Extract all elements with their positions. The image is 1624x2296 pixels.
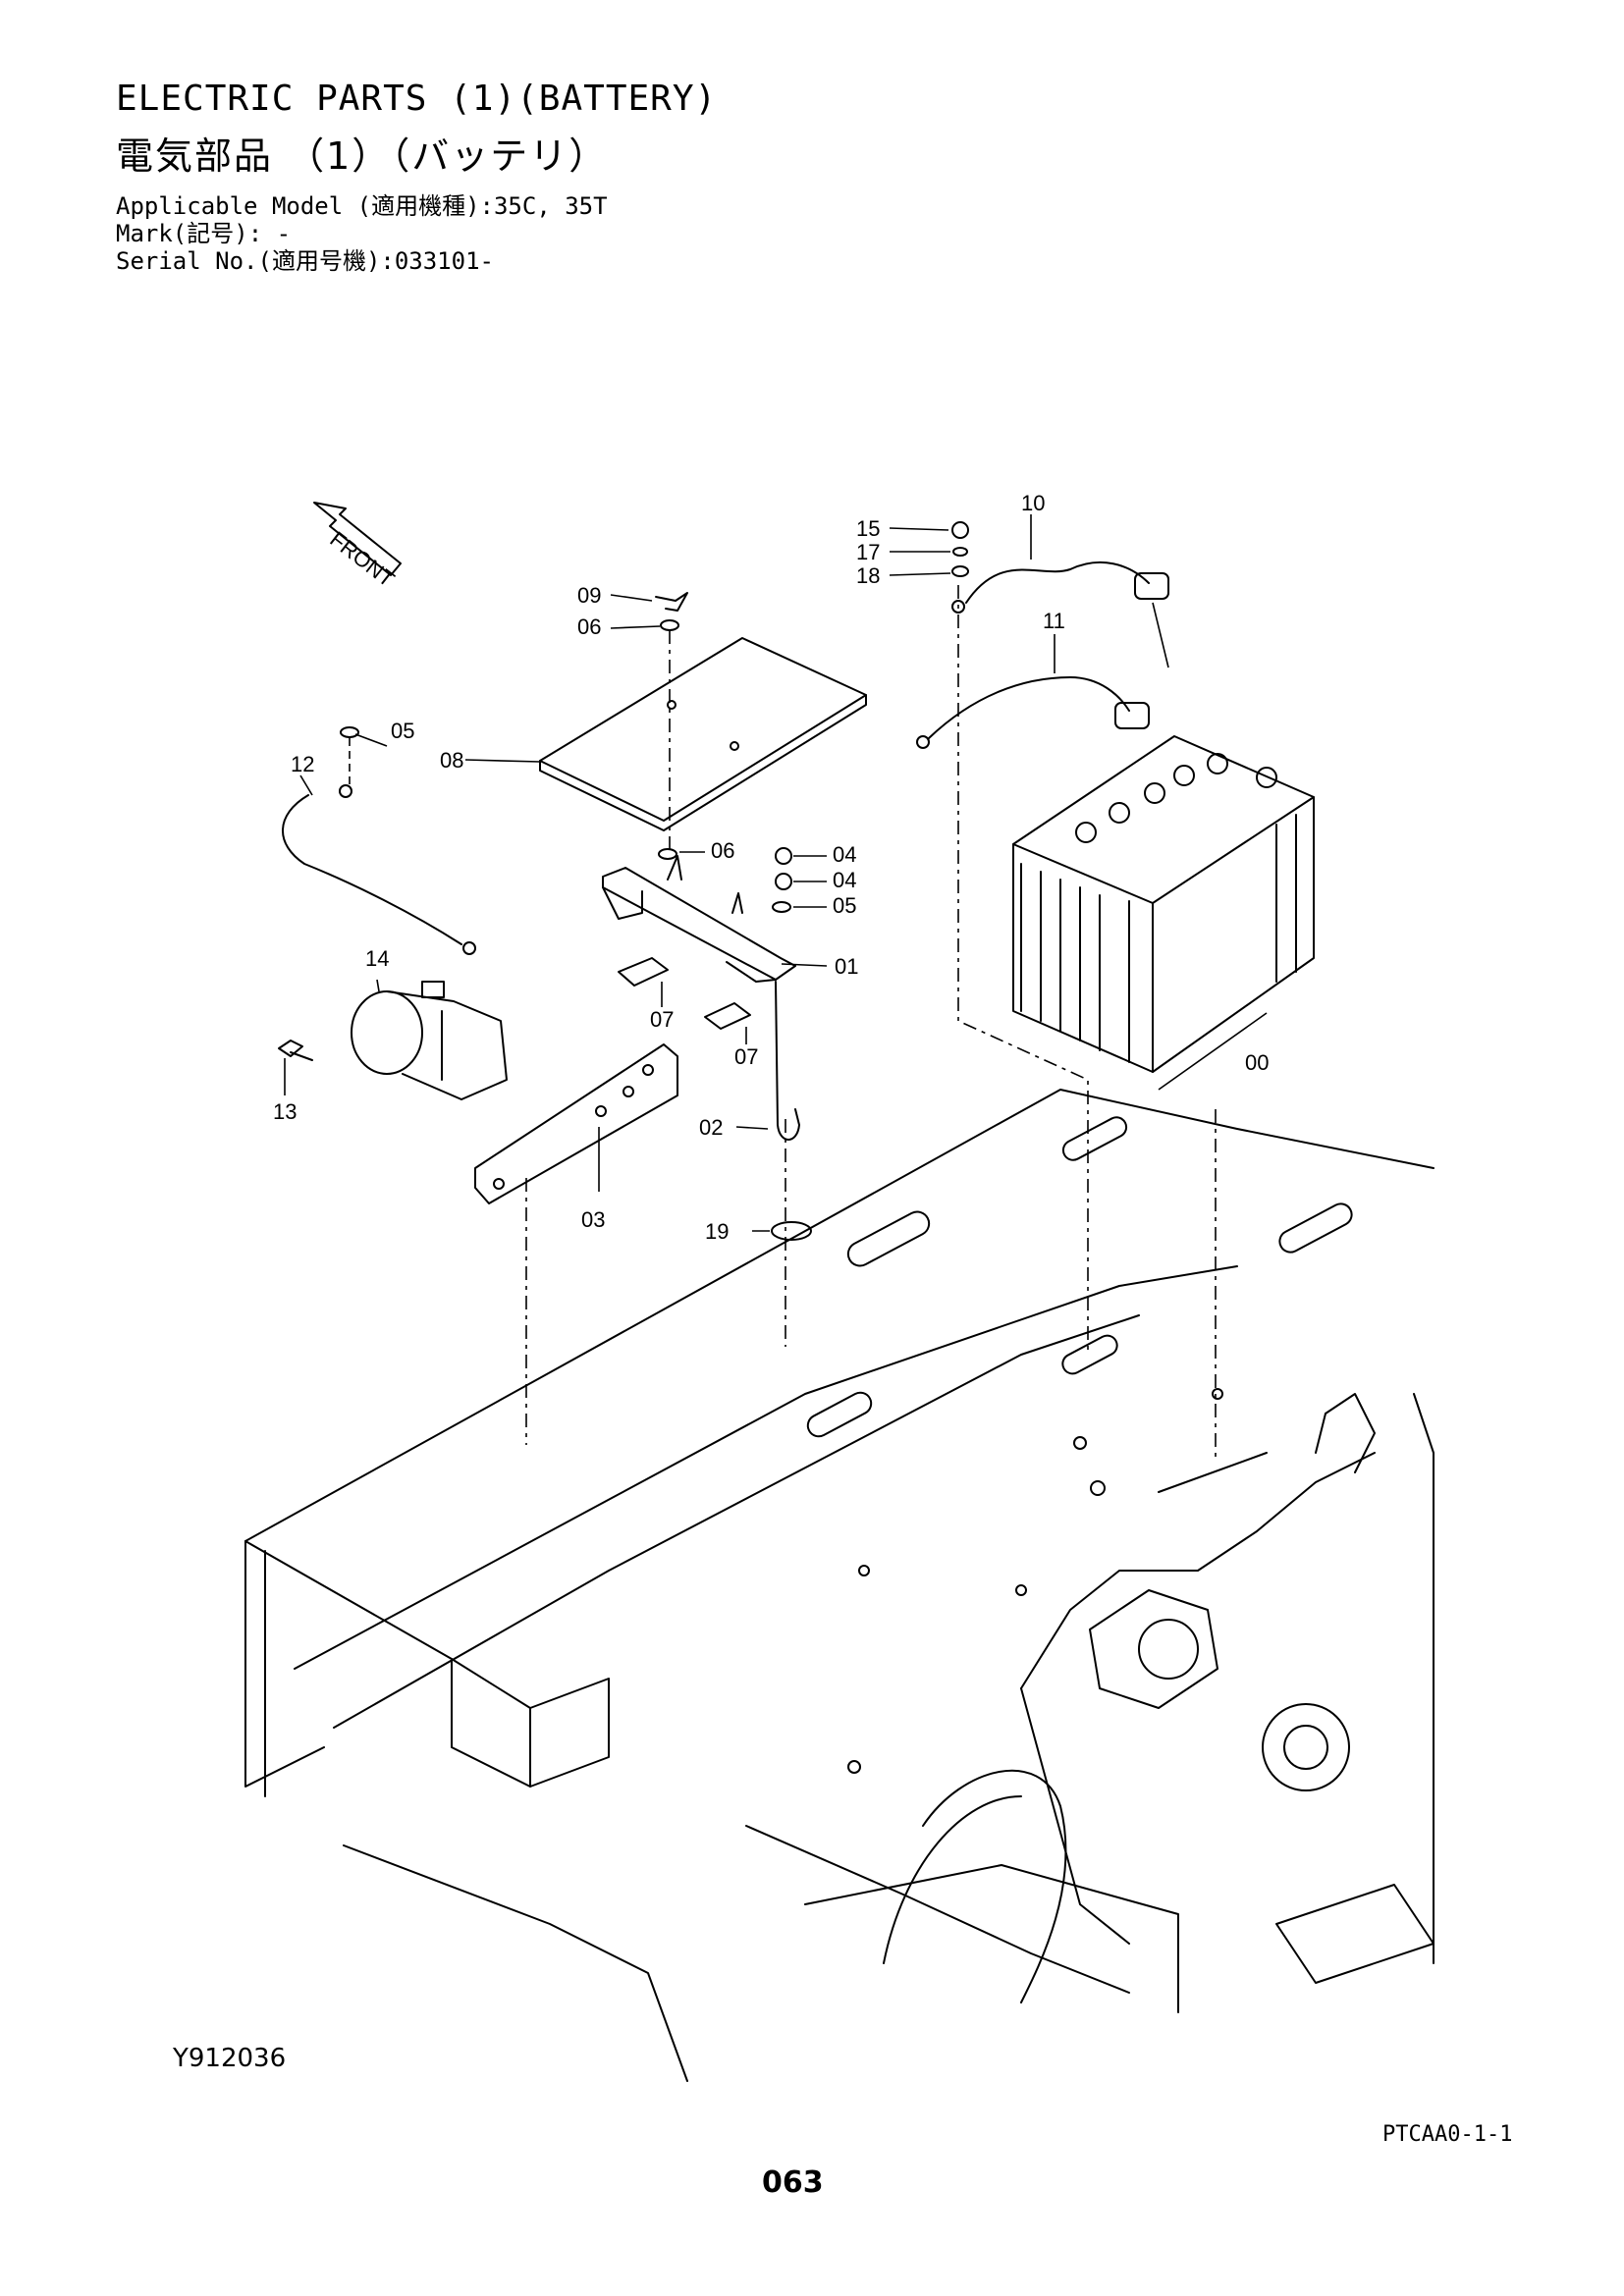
diagram-id: Y912036 <box>173 2044 287 2073</box>
washer-05 <box>772 901 791 913</box>
mark-line: Mark(記号): - <box>116 220 292 247</box>
applicable-model: Applicable Model (適用機種):35C, 35T <box>116 192 608 220</box>
callout-04-upper: 04 <box>833 842 856 867</box>
page-title: ELECTRIC PARTS (1)(BATTERY) <box>116 79 718 119</box>
callout-17: 17 <box>856 540 880 564</box>
battery <box>1012 735 1315 1073</box>
page-number: 063 <box>762 2165 824 2200</box>
washer-06 <box>660 619 679 631</box>
callout-12: 12 <box>291 752 314 776</box>
callout-05-right: 05 <box>833 893 856 918</box>
hook-rod <box>771 981 812 1241</box>
callout-19: 19 <box>705 1219 729 1244</box>
callout-05-left: 05 <box>391 719 414 743</box>
callout-06-upper: 06 <box>577 614 601 639</box>
relay-bracket <box>474 1043 678 1204</box>
callout-07-right: 07 <box>734 1044 758 1069</box>
callout-15: 15 <box>856 516 880 541</box>
nut-04b <box>775 873 792 890</box>
callout-13: 13 <box>273 1099 297 1124</box>
battery-bracket <box>602 855 796 1030</box>
washer-18 <box>951 565 969 577</box>
nut-15 <box>951 521 969 539</box>
callout-labels: 00 01 02 03 04 04 05 05 06 06 07 07 08 0… <box>273 491 1269 1244</box>
page-code: PTCAA0-1-1 <box>1382 2122 1513 2147</box>
callout-08: 08 <box>440 748 463 773</box>
leader-lines <box>284 514 1268 1457</box>
wing-nut-09 <box>655 592 688 612</box>
washer-06b <box>658 848 677 860</box>
callout-06-lower: 06 <box>711 838 734 863</box>
callout-00: 00 <box>1245 1050 1269 1075</box>
nut-04 <box>775 847 792 865</box>
battery-relay <box>351 981 508 1100</box>
serial-number: Serial No.(適用号機):033101- <box>116 247 494 275</box>
battery-cover-plate <box>539 637 867 831</box>
callout-04-lower: 04 <box>833 868 856 892</box>
callout-09: 09 <box>577 583 601 608</box>
callout-18: 18 <box>856 563 880 588</box>
page-title-japanese: 電気部品 （1）（バッテリ） <box>116 134 609 178</box>
machine-frame <box>244 1089 1435 2082</box>
front-label: FRONT <box>325 526 399 591</box>
callout-14: 14 <box>365 946 389 971</box>
washer-17 <box>952 547 968 557</box>
bolt-13 <box>278 1040 313 1061</box>
callout-01: 01 <box>835 954 858 979</box>
callout-03: 03 <box>581 1207 605 1232</box>
washer-19 <box>771 1221 812 1241</box>
callout-07-left: 07 <box>650 1007 674 1032</box>
engine-block <box>883 1393 1435 2003</box>
callout-02: 02 <box>699 1115 723 1140</box>
callout-11: 11 <box>1043 609 1065 633</box>
front-arrow-icon: FRONT <box>313 502 402 592</box>
battery-cables <box>282 561 1169 955</box>
callout-10: 10 <box>1021 491 1045 515</box>
washer-05b <box>340 726 359 738</box>
